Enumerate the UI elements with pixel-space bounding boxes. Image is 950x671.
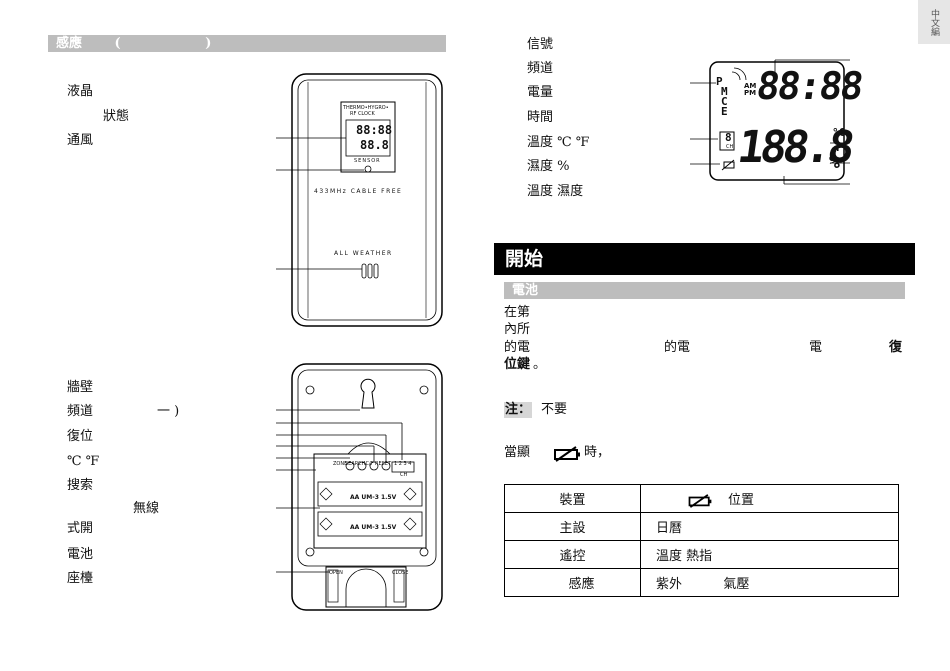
- lcd-letter-e: E: [721, 105, 728, 118]
- when-pre: 當顯: [504, 445, 531, 460]
- table-cell-device: 感應: [504, 568, 641, 597]
- back-btn-reset: RESET: [375, 461, 392, 467]
- lcd-deg-c: °C: [832, 126, 846, 139]
- back-label-open: 式開: [67, 521, 94, 536]
- table-cell-desc: 紫外 氣壓: [640, 568, 899, 597]
- back-btn-zone: ZONE: [333, 461, 348, 467]
- lcd-label-channel: 頻道: [527, 61, 554, 76]
- back-btn-unit: °C/F: [363, 461, 374, 467]
- lcd-label-signal: 信號: [527, 37, 554, 52]
- front-top-text: THERMO•HYGRO•: [343, 105, 389, 111]
- lcd-deg-f: F: [836, 141, 843, 154]
- note-text: 不要: [541, 402, 568, 417]
- back-label-search: 搜索: [67, 478, 94, 493]
- front-label-vent: 通風: [67, 133, 94, 148]
- table-cell-device: 主設: [504, 512, 641, 541]
- lcd-label-battery: 電量: [527, 85, 554, 100]
- stand-close-label: CLOSE: [392, 570, 409, 576]
- front-weather-text: ALL WEATHER: [334, 250, 393, 257]
- battery-1-label: AA UM-3 1.5V: [350, 494, 397, 501]
- table-cell-device: 遙控: [504, 540, 641, 569]
- battery-indicator-table: 裝置 位置 主設 日曆 遙控 溫度 熱指 感應 紫外 氣壓: [504, 484, 899, 597]
- para-line-3c: 電: [809, 340, 823, 355]
- lcd-label-humidity: 濕度 %: [527, 159, 570, 174]
- battery-subheader: 電池: [504, 282, 905, 299]
- lcd-channel-digit: 8: [725, 131, 732, 144]
- lcd-am: AM: [744, 82, 757, 90]
- back-label-battery: 電池: [67, 547, 94, 562]
- back-ch-label: CH: [400, 472, 408, 478]
- lcd-label-temp: 溫度 ℃ ℉: [527, 135, 590, 150]
- table-row: 遙控 溫度 熱指: [504, 540, 899, 569]
- para-line-3a: 的電: [504, 340, 531, 355]
- battery-2-label: AA UM-3 1.5V: [350, 524, 397, 531]
- lcd-letter-p: P: [716, 75, 723, 88]
- sensor-header-paren-close: ): [205, 36, 212, 51]
- table-row: 主設 日曆: [504, 512, 899, 541]
- table-cell-device: 裝置: [504, 484, 641, 513]
- back-btn-channels: 1 2 3 4: [394, 461, 412, 467]
- front-label-status: 狀態: [103, 109, 130, 124]
- battery-low-icon: [688, 493, 712, 508]
- lcd-detail-drawing: [690, 59, 850, 185]
- para-line-1: 在第: [504, 305, 531, 320]
- back-label-wall: 牆壁: [67, 380, 94, 395]
- back-label-wireless: 無線: [133, 501, 160, 516]
- lcd-time-digits: 88:88: [753, 64, 865, 108]
- para-line-3b: 的電: [664, 340, 691, 355]
- table-cell-desc: 位置: [640, 484, 899, 513]
- note-label: 注：: [504, 402, 533, 418]
- when-post: 時，: [584, 445, 611, 460]
- table-cell-desc: 溫度 熱指: [640, 540, 899, 569]
- table-desc-text: 位置: [728, 493, 755, 508]
- lcd-percent: %: [829, 152, 840, 173]
- back-label-stand: 座檯: [67, 571, 94, 586]
- battery-low-icon: [554, 446, 580, 462]
- lcd-letter-c: C: [721, 95, 728, 108]
- language-tab[interactable]: 中文編: [918, 0, 950, 44]
- para-line-3d: 復: [889, 340, 903, 355]
- table-cell-desc: 日曆: [640, 512, 899, 541]
- lcd-label-time: 時間: [527, 110, 554, 125]
- lcd-letter-m: M: [721, 85, 728, 98]
- sensor-section-header: 感應 ( ): [48, 35, 446, 52]
- back-label-unit: ℃ ℉: [67, 454, 100, 469]
- table-row: 感應 紫外 氣壓: [504, 568, 899, 597]
- front-label-lcd: 液晶: [67, 84, 94, 99]
- lcd-channel-ch: CH: [726, 144, 734, 150]
- sensor-header-title: 感應: [56, 36, 83, 51]
- front-lcd-time: 88:88: [356, 123, 393, 137]
- sensor-header-paren-open: (: [114, 36, 121, 51]
- lcd-label-temp-humidity: 溫度 濕度: [527, 184, 584, 199]
- back-label-channel-tail: 一 ): [157, 404, 180, 419]
- back-label-reset: 復位: [67, 429, 94, 444]
- lcd-pm: PM: [744, 89, 757, 97]
- sensor-back-drawing: [276, 363, 443, 611]
- start-section-title: 開始: [494, 243, 915, 275]
- front-sensor-label: SENSOR: [354, 158, 381, 164]
- para-line-2: 內所: [504, 322, 531, 337]
- para-line-4-tail: 。: [533, 357, 547, 372]
- front-freq-text: 433MHz CABLE FREE: [314, 188, 403, 195]
- back-btn-search: SEARCH: [345, 461, 366, 467]
- stand-open-label: OPEN: [329, 570, 343, 576]
- sensor-front-drawing: [276, 73, 443, 327]
- back-label-channel: 頻道: [67, 404, 94, 419]
- front-lcd-temp: 88.8: [360, 138, 389, 152]
- front-top-text2: RF CLOCK: [350, 111, 375, 117]
- table-row: 裝置 位置: [504, 484, 899, 513]
- para-line-4: 位鍵: [504, 357, 531, 372]
